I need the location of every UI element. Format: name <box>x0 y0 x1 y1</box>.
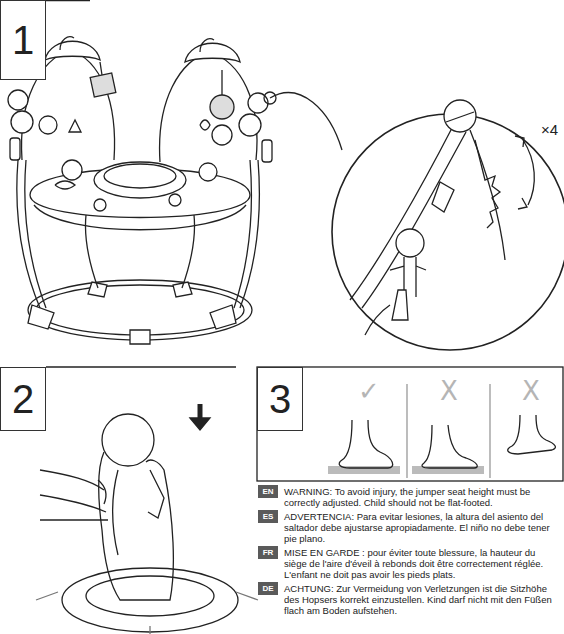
language-code: DE <box>262 584 273 593</box>
warning-text: ACHTUNG: Zur Vermeidung von Verletzungen… <box>284 583 560 616</box>
divider <box>489 384 490 478</box>
step-number: 3 <box>269 377 291 422</box>
panel-border <box>257 367 563 481</box>
step-number: 1 <box>12 18 34 63</box>
step-box: 1 <box>0 0 46 80</box>
warning-text: MISE EN GARDE : pour éviter toute blessu… <box>284 547 560 580</box>
cross-mark: X <box>522 378 540 404</box>
step-box: 2 <box>0 367 46 431</box>
language-box: DE <box>258 582 278 595</box>
language-box: FR <box>258 546 278 559</box>
detail-marker <box>264 92 276 104</box>
language-code: EN <box>262 487 273 496</box>
warning-text: ADVERTENCIA: Para evitar lesiones, la al… <box>284 511 560 544</box>
check-mark: ✓ <box>358 378 380 404</box>
quantity-label: ×4 <box>541 121 558 138</box>
language-code: FR <box>263 548 274 557</box>
divider <box>406 384 407 478</box>
panel-border <box>46 0 90 1</box>
language-box: EN <box>258 485 278 498</box>
leader-line <box>270 93 342 150</box>
feet-illustration <box>328 415 555 474</box>
language-box: ES <box>258 510 278 523</box>
warning-text: WARNING: To avoid injury, the jumper sea… <box>284 486 560 508</box>
jumper-illustration <box>8 37 272 344</box>
language-code: ES <box>263 512 274 521</box>
callout-detail <box>332 100 564 350</box>
cross-mark: X <box>440 378 458 404</box>
step-number: 2 <box>12 377 34 422</box>
baby-illustration <box>36 404 258 634</box>
panel-border <box>46 366 236 367</box>
step-box: 3 <box>257 367 303 431</box>
